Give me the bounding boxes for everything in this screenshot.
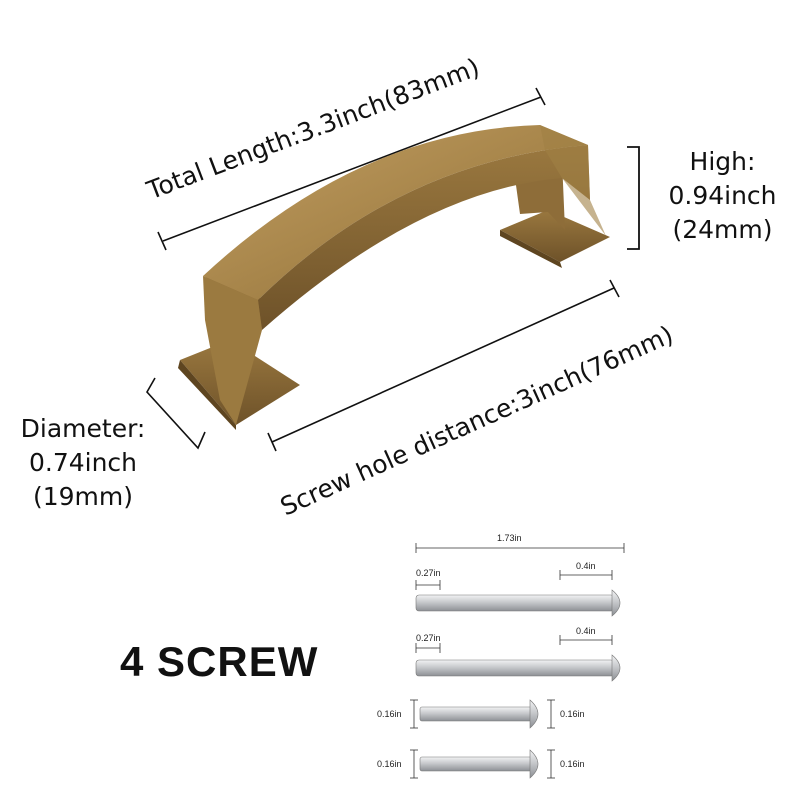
diameter-mm: (19mm) bbox=[32, 482, 134, 511]
short-screw-1-right: 0.16in bbox=[560, 709, 585, 719]
short-screw-2-right: 0.16in bbox=[560, 759, 585, 769]
long-screw-2-right: 0.4in bbox=[576, 626, 596, 636]
height-label-group: High: 0.94inch (24mm) bbox=[660, 145, 785, 247]
height-mm: (24mm) bbox=[672, 215, 773, 244]
diameter-dimension-bracket bbox=[146, 377, 206, 450]
long-screw-2-left: 0.27in bbox=[416, 633, 441, 643]
height-label: High: bbox=[689, 147, 756, 176]
cabinet-handle bbox=[178, 125, 610, 430]
screw-total-dimension bbox=[415, 543, 625, 553]
total-length-dimension-line bbox=[157, 87, 546, 251]
diameter-label-group: Diameter: 0.74inch (19mm) bbox=[8, 412, 158, 514]
long-screw-2 bbox=[415, 635, 621, 682]
long-screw-1-left: 0.27in bbox=[416, 568, 441, 578]
height-inch: 0.94inch bbox=[668, 181, 777, 210]
long-screw-1 bbox=[415, 570, 621, 617]
screw-hole-dimension-line bbox=[267, 279, 620, 452]
screw-count-title: 4 SCREW bbox=[120, 638, 319, 685]
diameter-inch: 0.74inch bbox=[28, 448, 138, 477]
long-screw-1-right: 0.4in bbox=[576, 561, 596, 571]
screw-total-length: 1.73in bbox=[497, 533, 522, 543]
short-screw-1 bbox=[410, 699, 555, 729]
short-screw-2 bbox=[410, 749, 555, 779]
height-dimension-bracket bbox=[627, 146, 640, 250]
short-screw-2-left: 0.16in bbox=[377, 759, 402, 769]
diameter-label: Diameter: bbox=[20, 414, 146, 443]
short-screw-1-left: 0.16in bbox=[377, 709, 402, 719]
